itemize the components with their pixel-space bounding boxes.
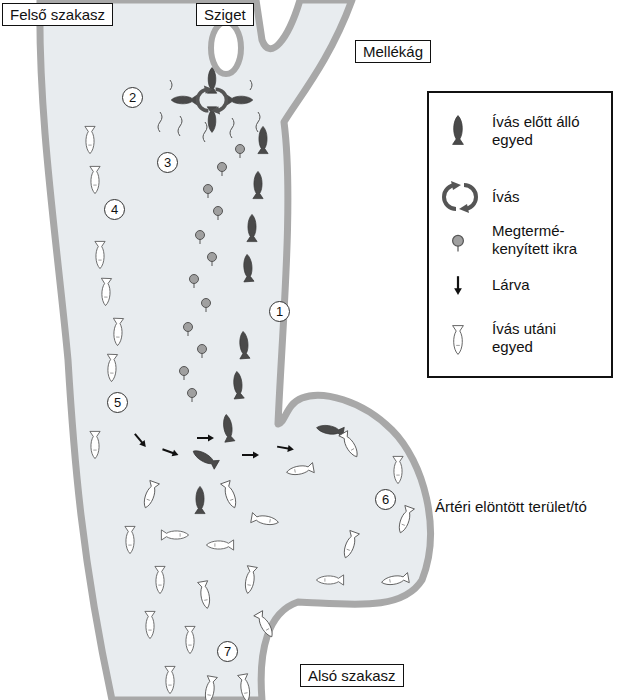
post-spawn-fish xyxy=(141,480,160,509)
post-spawn-fish xyxy=(203,676,218,700)
egg xyxy=(202,299,211,313)
larva xyxy=(277,443,295,453)
egg xyxy=(214,207,223,221)
pre-spawn-fish xyxy=(242,254,254,282)
pre-spawn-fish xyxy=(191,447,220,469)
box-text: Mellékág xyxy=(363,43,423,60)
post-spawn-fish xyxy=(125,526,135,553)
post-spawn-fish xyxy=(165,666,175,693)
callout-text: 1 xyxy=(276,304,283,319)
box-text: Sziget xyxy=(204,6,246,23)
post-spawn-fish xyxy=(254,611,276,640)
callout-text: 4 xyxy=(111,202,118,217)
post-spawn-fish xyxy=(106,354,117,382)
post-spawn-fish xyxy=(243,566,258,595)
spawning-fish xyxy=(171,95,197,105)
area-label: Ártéri elöntött terület/tó xyxy=(433,498,589,515)
callout-text: 7 xyxy=(224,644,231,659)
legend-text: Lárva xyxy=(492,276,598,294)
post-spawn-fish xyxy=(286,463,315,478)
post-spawn-fish xyxy=(339,431,361,460)
post-spawn-fish xyxy=(100,278,111,306)
pre-spawn-fish xyxy=(232,371,245,399)
post-spawn-fish xyxy=(316,575,343,585)
egg xyxy=(198,345,207,359)
section-box: Alsó szakasz xyxy=(300,664,404,687)
legend-text: Megtermé- kenyített ikra xyxy=(492,222,598,258)
larva xyxy=(197,435,214,442)
larva xyxy=(242,452,259,459)
egg xyxy=(208,253,217,267)
post-spawn-fish xyxy=(396,505,415,534)
legend-sample-egg xyxy=(453,235,464,251)
pre-spawn-fish xyxy=(221,414,235,442)
legend-text: Ívás előtt álló egyed xyxy=(492,113,598,149)
post-spawn-fish xyxy=(85,126,95,153)
egg xyxy=(180,367,189,381)
callout-text: 3 xyxy=(164,155,171,170)
callout-text: 2 xyxy=(129,90,136,105)
post-spawn-fish xyxy=(221,480,240,509)
egg xyxy=(218,163,227,177)
island-box: Sziget xyxy=(196,3,254,26)
post-spawn-fish xyxy=(90,431,100,458)
legend-sample-larva xyxy=(454,276,462,295)
larva xyxy=(132,432,148,450)
post-spawn-fish xyxy=(393,456,403,483)
pre-spawn-fish xyxy=(195,486,205,513)
legend-sample-spawning xyxy=(444,181,476,213)
spawning-fish xyxy=(227,95,253,105)
sperm-lines xyxy=(158,80,260,142)
island xyxy=(211,22,241,74)
pre-spawn-fish xyxy=(247,214,257,241)
river-water xyxy=(40,0,431,700)
egg xyxy=(236,145,245,159)
egg xyxy=(196,231,205,245)
post-spawn-fish xyxy=(198,581,213,610)
post-spawn-fish xyxy=(155,566,165,593)
legend-sample-pre-spawn xyxy=(453,116,464,145)
legend-text: Ívás utáni egyed xyxy=(492,320,598,356)
box-text: Alsó szakasz xyxy=(308,667,396,684)
post-spawn-fish xyxy=(381,573,410,588)
post-spawn-fish xyxy=(185,626,195,653)
callout-text: 5 xyxy=(114,395,121,410)
egg xyxy=(190,275,199,289)
callout-number: 7 xyxy=(217,641,238,662)
pre-spawn-fish xyxy=(238,331,250,359)
post-spawn-fish xyxy=(95,241,105,268)
pre-spawn-fish xyxy=(258,126,268,153)
tributary-box: Mellékág xyxy=(355,40,431,63)
callout-number: 3 xyxy=(157,152,178,173)
callout-number: 5 xyxy=(107,392,128,413)
callout-number: 4 xyxy=(104,199,125,220)
post-spawn-fish xyxy=(238,674,253,700)
section-box: Felső szakasz xyxy=(2,3,113,26)
larva xyxy=(161,446,179,458)
post-spawn-fish xyxy=(251,513,280,528)
egg xyxy=(184,323,193,337)
callout-text: 6 xyxy=(382,492,389,507)
legend-sample-post-spawn xyxy=(453,326,464,355)
post-spawn-fish xyxy=(90,166,100,193)
egg xyxy=(204,185,213,199)
callout-number: 6 xyxy=(375,489,396,510)
callout-number: 1 xyxy=(269,301,290,322)
post-spawn-fish xyxy=(341,530,360,559)
post-spawn-fish xyxy=(112,318,123,346)
callout-number: 2 xyxy=(122,87,143,108)
box-text: Felső szakasz xyxy=(10,6,105,23)
egg xyxy=(188,389,197,403)
post-spawn-fish xyxy=(206,540,233,550)
pre-spawn-fish xyxy=(253,171,263,198)
legend-frame xyxy=(428,92,612,377)
post-spawn-fish xyxy=(145,611,155,638)
legend-text: Ívás xyxy=(492,188,598,206)
spawning-symbol xyxy=(198,86,227,115)
post-spawn-fish xyxy=(161,530,188,540)
